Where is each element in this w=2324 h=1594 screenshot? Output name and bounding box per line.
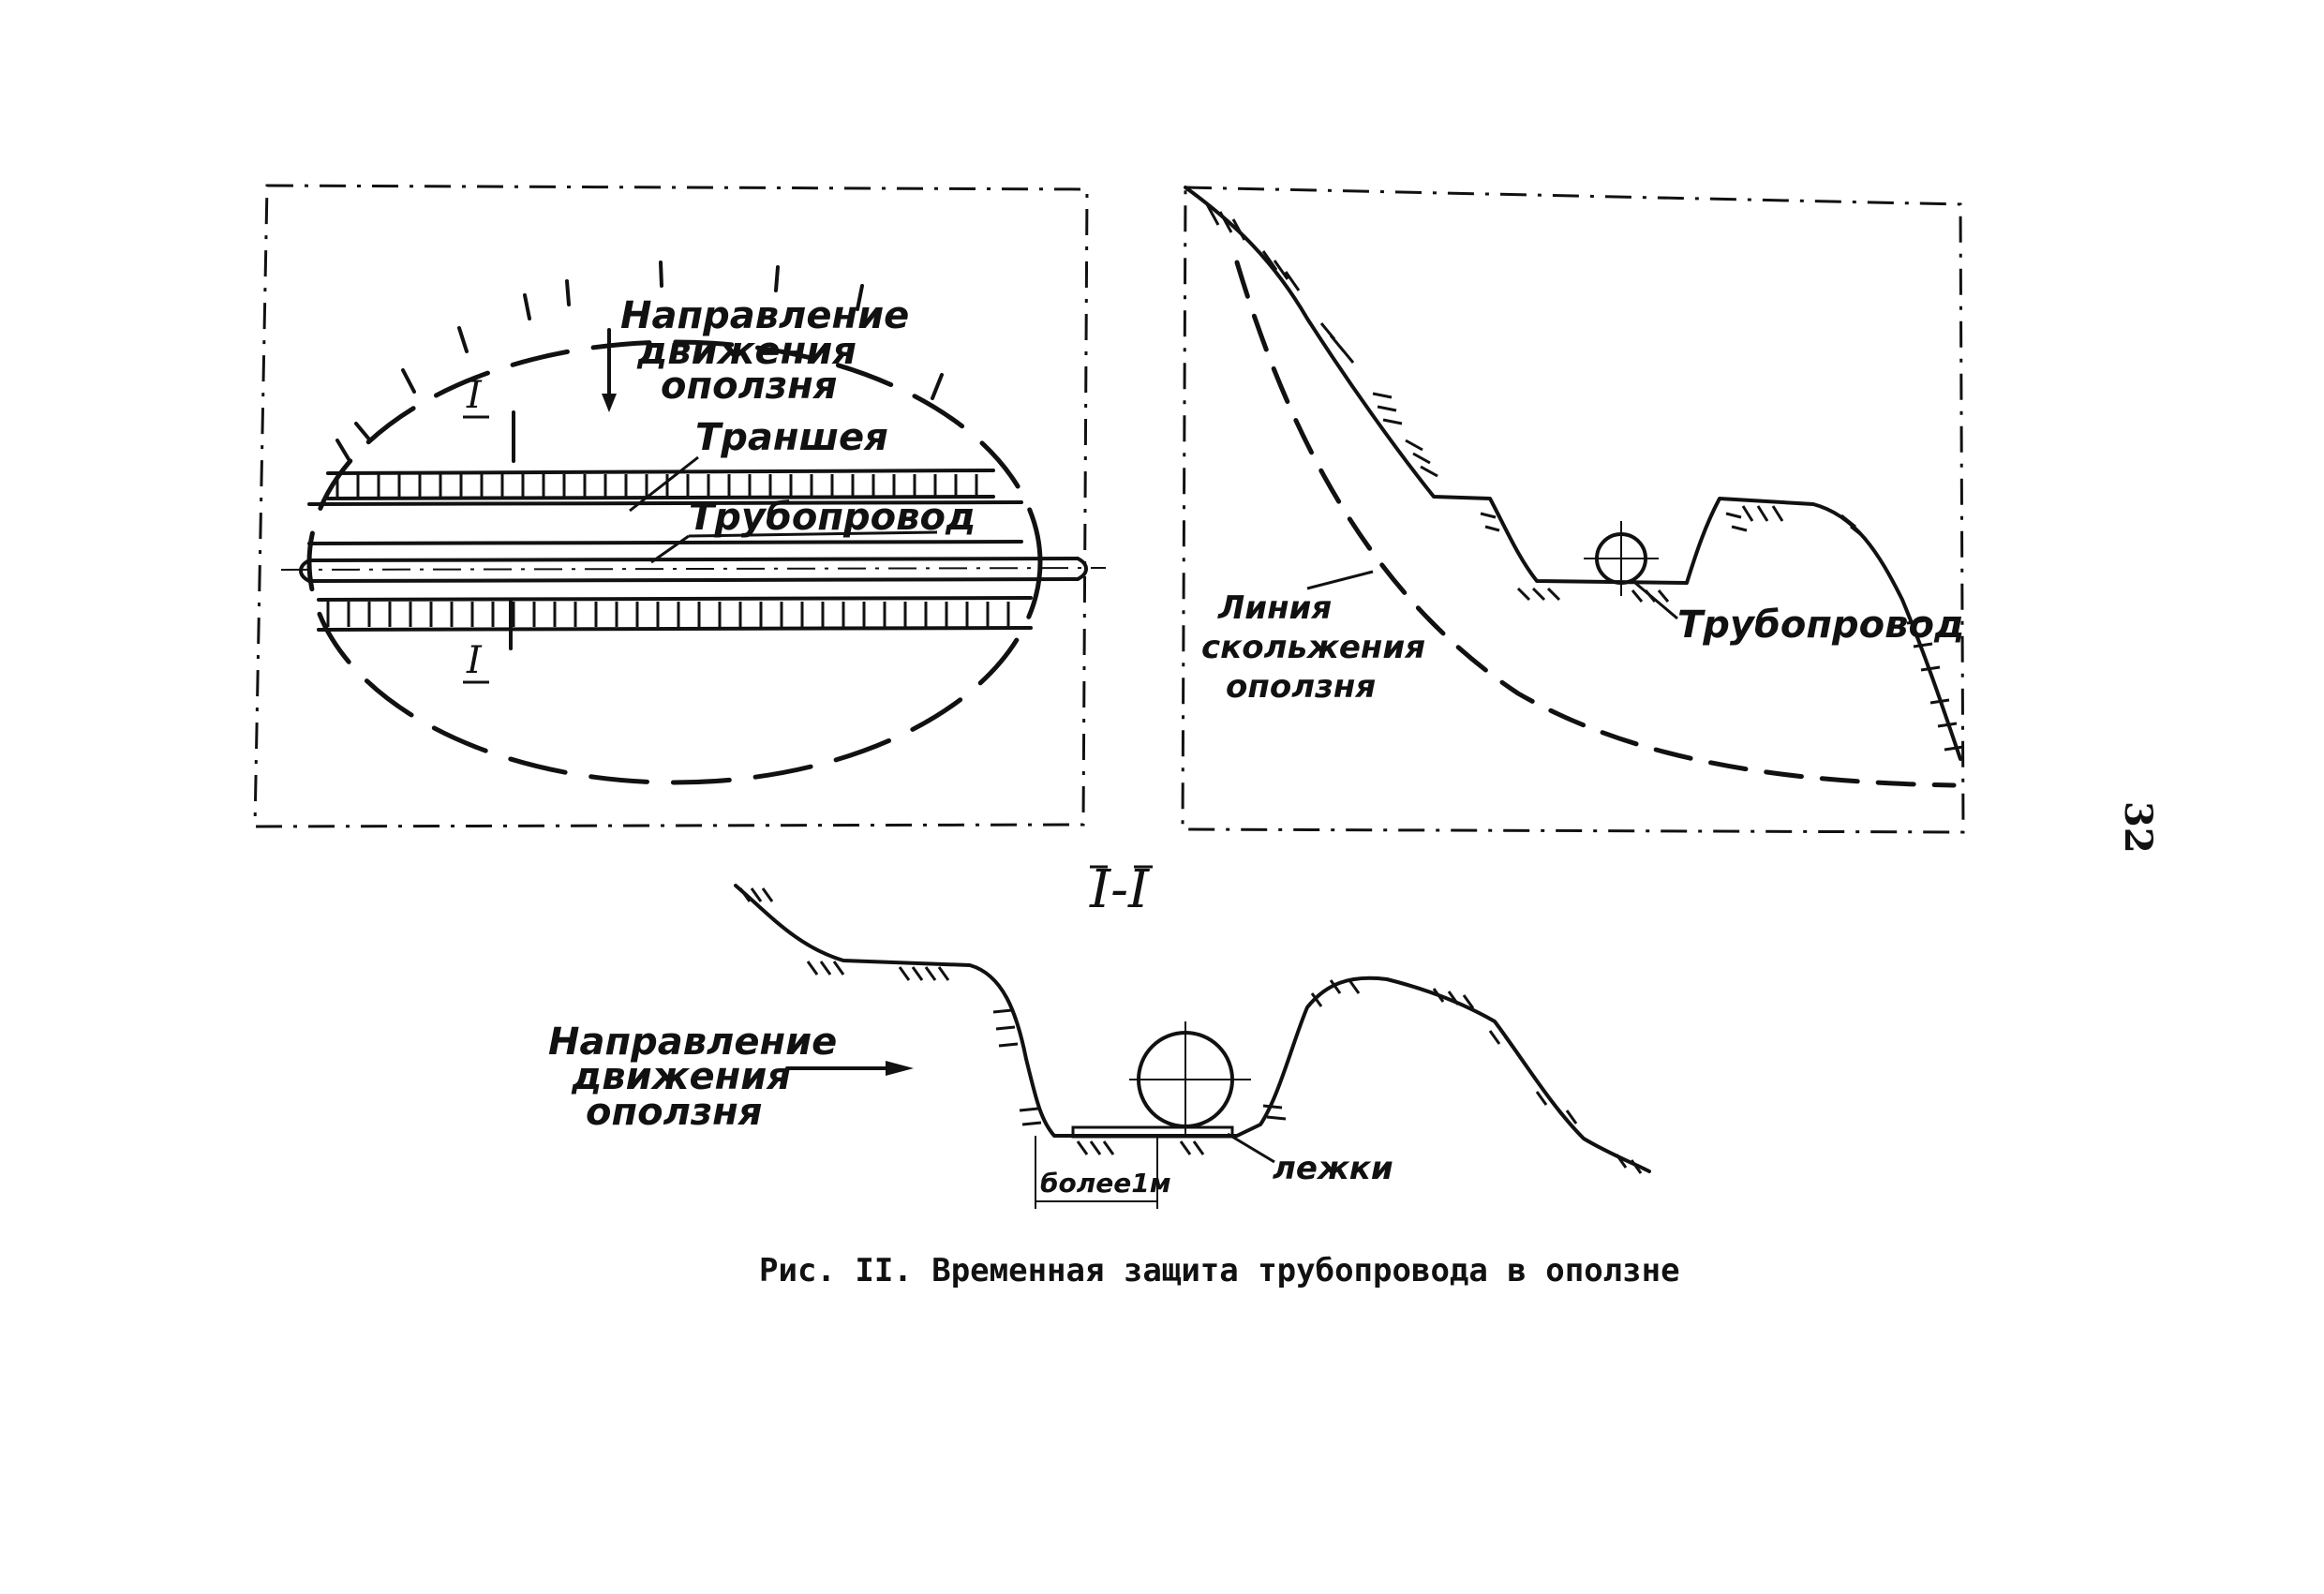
figure-caption: Рис. II. Временная защита трубопровода в… (759, 1252, 1680, 1289)
section-movement-label-1: Направление (548, 1020, 837, 1064)
supports-label: лежки (1273, 1150, 1393, 1187)
section-mark-bottom: I (466, 639, 483, 682)
profile-pipeline-label: Трубопровод (1677, 603, 1964, 647)
plan-movement-label-2: движения (636, 330, 857, 373)
section-title: I-I (1089, 859, 1151, 920)
slip-line-label-1: Линия (1217, 589, 1332, 627)
section-mark-top: I (466, 374, 483, 417)
slip-line-label-3: оползня (1226, 668, 1376, 706)
trench-band-lower (317, 596, 1033, 632)
profile-view: Линия скольжения оползня Трубопровод (1181, 186, 1965, 834)
plan-movement-label-1: Направление (620, 294, 909, 337)
slip-line-label-2: скольжения (1201, 629, 1425, 666)
plan-frame (253, 184, 1089, 828)
plan-pipeline-leader (650, 534, 690, 564)
movement-arrows (512, 328, 617, 463)
plan-movement-label-3: оползня (661, 365, 837, 408)
ground-hatching (1205, 203, 1964, 752)
section-movement-label-2: движения (571, 1055, 791, 1098)
plan-pipeline-underline (688, 530, 938, 538)
dimension-bracket (1035, 1136, 1158, 1209)
profile-pipe (1584, 521, 1659, 596)
section-pipe (1129, 1021, 1251, 1136)
trench-band-upper (326, 469, 995, 500)
pipeline-plan (280, 500, 1107, 583)
page-number: 32 (2116, 801, 2160, 854)
profile-pipeline-leader (1634, 581, 1678, 620)
pipeline-axis (280, 567, 1107, 571)
scarp-ticks (335, 261, 944, 461)
supports-leader (1227, 1132, 1275, 1164)
section-hatching (738, 887, 1643, 1174)
section-view: I-I (548, 859, 1651, 1209)
section-movement-label-3: оползня (586, 1091, 762, 1134)
dimension-label: более1м (1040, 1168, 1171, 1199)
trench-leader (629, 455, 699, 513)
ground-surface (1184, 186, 1962, 761)
landslide-boundary (306, 339, 1043, 785)
trench-label: Траншея (695, 416, 888, 459)
pipe-supports (1071, 1125, 1234, 1139)
plan-view: I I Направление движения оползня Траншея… (253, 184, 1107, 828)
slip-line (1234, 260, 1957, 788)
slip-line-leader (1306, 570, 1374, 590)
profile-frame (1181, 186, 1965, 834)
section-ground (734, 884, 1651, 1173)
